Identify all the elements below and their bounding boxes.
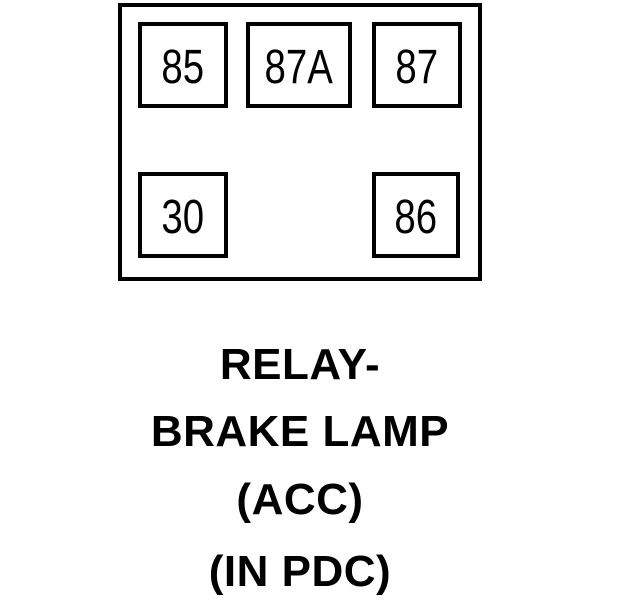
pin-box-30: 30 (138, 172, 228, 258)
caption-line-brake-lamp: BRAKE LAMP (150, 407, 450, 456)
pin-box-85: 85 (138, 22, 228, 108)
pin-box-87a: 87A (246, 22, 352, 108)
pin-label-30: 30 (161, 191, 205, 244)
caption-line-relay: RELAY- (219, 340, 381, 389)
pin-label-86: 86 (394, 191, 438, 244)
caption-line-in-pdc: (IN PDC) (208, 547, 392, 596)
pin-box-87: 87 (372, 22, 462, 108)
caption-line-acc: (ACC) (236, 475, 364, 524)
pin-label-87: 87 (395, 41, 439, 94)
pin-label-87a: 87A (264, 41, 334, 94)
pin-box-86: 86 (372, 172, 460, 258)
pin-label-85: 85 (161, 41, 205, 94)
